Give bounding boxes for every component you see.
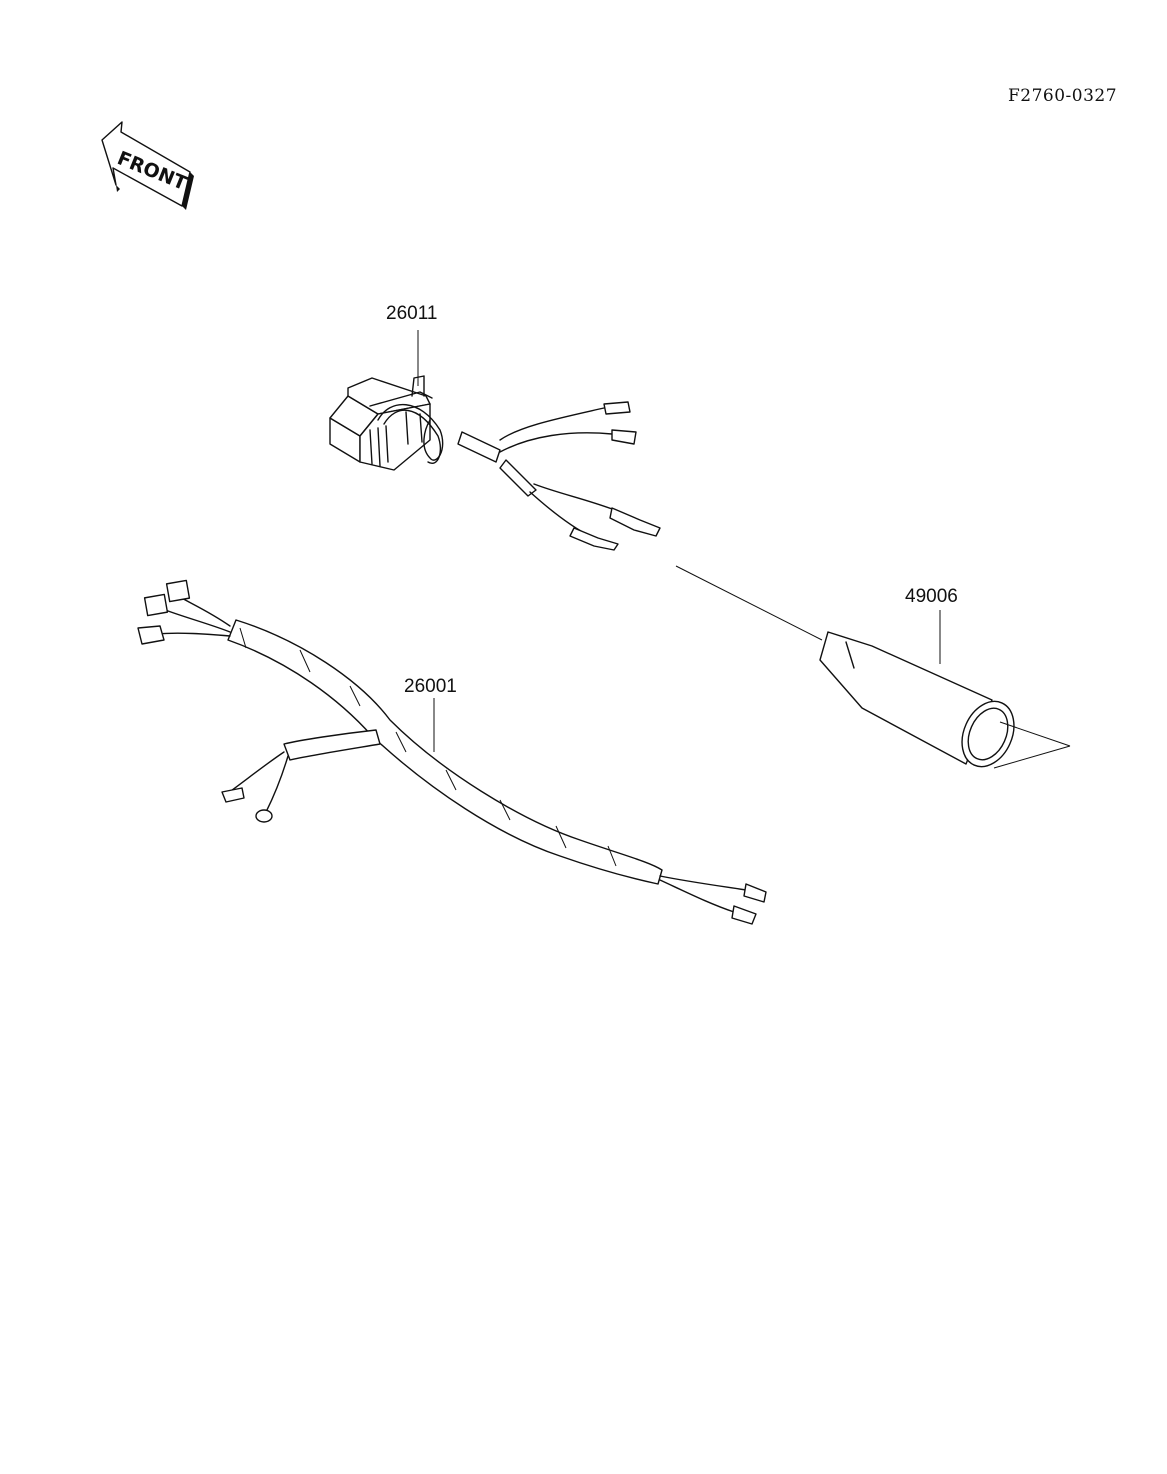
part-26001-harness bbox=[137, 579, 767, 925]
part-26011-regulator bbox=[329, 330, 661, 551]
document-code: F2760-0327 bbox=[1008, 86, 1118, 106]
part-number-label: 49006 bbox=[905, 586, 958, 607]
part-49006-cap bbox=[675, 565, 1071, 769]
part-number-label: 26001 bbox=[404, 676, 457, 697]
part-number-label: 26011 bbox=[386, 303, 438, 324]
front-arrow-icon: FRONT bbox=[101, 121, 194, 210]
